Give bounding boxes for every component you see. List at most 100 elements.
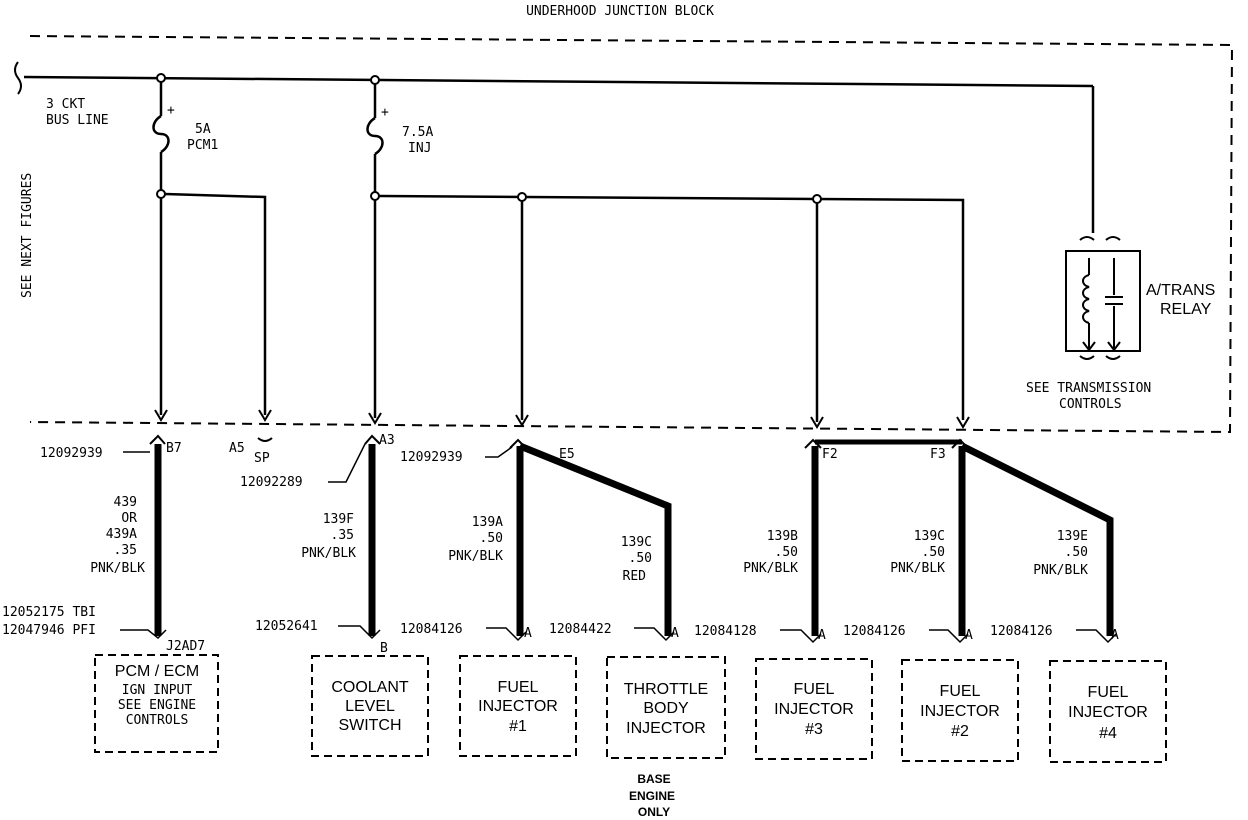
wire-inj1-label-3: PNK/BLK (448, 549, 503, 564)
fuse-2-name: INJ (408, 141, 431, 156)
inj3-label-3: #3 (805, 721, 823, 738)
cavity-tbi: A (671, 626, 679, 641)
tbi-label-1: THROTTLE (624, 681, 708, 698)
fuse-1-rating: 5A (195, 122, 211, 137)
connector-inj3: 12084128 (694, 624, 757, 639)
inj2-label-3: #2 (951, 723, 969, 740)
fuel-injector-3-box (755, 658, 873, 760)
inj3-label-2: INJECTOR (774, 701, 854, 718)
wire-pcm-label-3: 439A (106, 527, 137, 542)
e5-arrow (515, 414, 529, 427)
connector-pcm-top: 12092939 (40, 446, 103, 461)
connector-pcm-bottom-2: 12047946 PFI (2, 623, 96, 638)
connector-inj-top: 12092939 (400, 450, 463, 465)
pin-a5: A5 (229, 441, 245, 456)
relay-coil-arrow (1082, 341, 1096, 352)
see-next-figures-label: SEE NEXT FIGURES (20, 173, 35, 298)
wire-tbi-label-2: .50 (629, 551, 652, 566)
a3-arrow (368, 412, 382, 425)
relay-outline (1065, 250, 1141, 352)
fuse-2-node (370, 191, 380, 201)
inj1-label-1: FUEL (498, 679, 539, 696)
b7-arrow (154, 409, 168, 422)
cavity-inj1: A (524, 626, 532, 641)
connector-pcm-bottom-leader (120, 629, 167, 640)
a5-feed (164, 192, 267, 415)
wire-labels: 439 OR 439A .35 PNK/BLK 139F .35 PNK/BLK… (90, 495, 1088, 584)
wire-coolant-label-3: PNK/BLK (301, 546, 356, 561)
connector-inj1-leader (486, 627, 527, 642)
inj2-label-2: INJECTOR (920, 703, 1000, 720)
b7-connector-tick (149, 434, 166, 445)
bus-break-symbol (14, 61, 22, 95)
wire-inj3-label-3: PNK/BLK (743, 561, 798, 576)
relay-label-1: A/TRANS (1146, 282, 1215, 299)
wire-pcm-label-1: 439 (114, 495, 137, 510)
fuel-injector-2-box (901, 659, 1019, 762)
a5-arrow (258, 409, 272, 422)
relay-contact-arrow (1107, 341, 1121, 352)
connector-inj2: 12084126 (843, 624, 906, 639)
connector-inj4: 12084126 (990, 624, 1053, 639)
pcm-ecm-label-1: PCM / ECM (115, 663, 199, 680)
relay-note-1: SEE TRANSMISSION (1026, 381, 1151, 396)
tbi-note-2: ENGINE (629, 789, 675, 803)
pcm-ecm-label-2: IGN INPUT (122, 683, 193, 698)
coolant-label-2: LEVEL (345, 698, 395, 715)
connector-pcm-bottom-1: 12052175 TBI (2, 605, 96, 620)
fuse-2-symbol (366, 116, 384, 156)
fuel-injector-1-box (459, 655, 577, 757)
inj-bus-node-1 (517, 192, 527, 202)
connector-tbi-leader (634, 627, 675, 642)
junction-block-outline (29, 35, 1234, 434)
a3-connector-tick (364, 434, 381, 445)
inj1-label-2: INJECTOR (478, 698, 558, 715)
inj3-label-1: FUEL (794, 681, 835, 698)
wire-inj2-label-3: PNK/BLK (890, 561, 945, 576)
coolant-level-switch-box (311, 655, 429, 757)
cavity-coolant: B (380, 641, 388, 656)
fuse-2-rating: 7.5A (402, 125, 433, 140)
fuse-1-plus: + (167, 103, 175, 118)
connector-inj4-leader (1076, 629, 1117, 644)
wire-inj1-label-1: 139A (472, 515, 503, 530)
connector-inj3-leader (780, 629, 822, 644)
bus-label-1: 3 CKT (46, 97, 85, 112)
relay-top-terminals (1079, 236, 1121, 241)
inj2-label-1: FUEL (940, 683, 981, 700)
connector-inj-top-leader (485, 446, 513, 458)
relay-note-2: CONTROLS (1059, 397, 1122, 412)
f2-connector-tick (804, 438, 822, 449)
f3-arrow (956, 416, 970, 429)
bus-label-2: BUS LINE (46, 113, 109, 128)
inj4-label-1: FUEL (1088, 684, 1129, 701)
cavity-inj3: A (818, 628, 826, 643)
wire-inj4 (960, 442, 1114, 636)
tbi-note-1: BASE (637, 772, 670, 786)
wire-inj2-label-1: 139C (914, 529, 945, 544)
connector-tbi: 12084422 (549, 622, 612, 637)
tbi-note-3: ONLY (638, 805, 670, 819)
a5-connector-tick (257, 437, 273, 442)
pcm-ecm-label-3: SEE ENGINE (118, 698, 196, 713)
fuse-1-node (156, 189, 166, 199)
pin-b7: B7 (166, 441, 182, 456)
pin-e5: E5 (559, 447, 575, 462)
inj-bus-node-2 (812, 194, 822, 204)
fuel-injector-4-box (1049, 660, 1167, 763)
wire-inj1-label-2: .50 (480, 531, 503, 546)
connector-coolant-leader (338, 625, 381, 640)
connector-inj2-leader (929, 629, 969, 644)
inj1-label-3: #1 (509, 718, 527, 735)
connector-coolant: 12052641 (255, 619, 318, 634)
coolant-label-1: COOLANT (331, 679, 409, 696)
connector-inj1: 12084126 (400, 622, 463, 637)
pin-a3: A3 (379, 433, 395, 448)
pin-f3: F3 (930, 447, 946, 462)
coolant-label-3: SWITCH (338, 717, 401, 734)
inj-bus (378, 194, 965, 420)
wire-inj2-label-2: .50 (922, 545, 945, 560)
diagram-title: UNDERHOOD JUNCTION BLOCK (526, 4, 714, 19)
f2-arrow (810, 416, 824, 429)
